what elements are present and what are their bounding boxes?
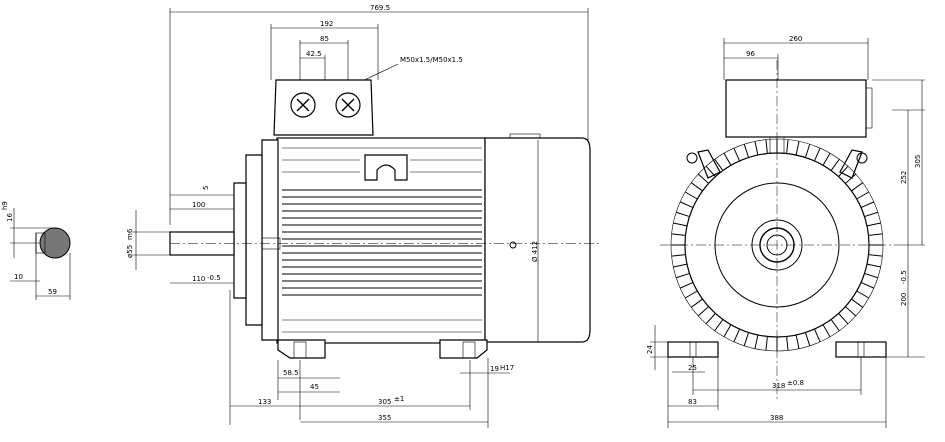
shaft-height-label: 200 [900,293,908,306]
foot-spacing-label: 305 [378,398,391,406]
foot-thickness-label: 24 [646,345,654,354]
height-center-label: 252 [900,171,908,184]
foot-width-label: 83 [688,398,697,406]
body-diameter-label: Ø 412 [531,241,539,262]
shaft-to-foot-label: 133 [258,398,271,406]
side-view: 769.5 192 85 42.5 M50x1.5/M50x1.5 [126,4,600,428]
shaft-diameter-tol: m6 [126,228,134,240]
foot-length-label: 355 [378,414,391,422]
shaft-section-circle [39,227,71,259]
foot-hole-diameter-label: 19 [490,365,499,373]
front-flange [261,139,279,341]
shaft-reach-tol: -0.5 [207,274,221,282]
shaft-length-label: 100 [192,201,205,209]
overall-length-label: 769.5 [370,4,390,12]
foot-hole-span-tol: ±0.8 [787,379,804,387]
shaft-key-section: 16 h9 10 59 [1,201,71,300]
shaft-height-tol: -0.5 [900,270,908,284]
foot-rear [439,339,488,359]
base-width-label: 388 [770,414,783,422]
foot-slot-width-label: 25 [688,364,697,372]
cooling-fins [282,147,482,333]
terminal-box-width-label: 192 [320,20,333,28]
foot-hole-offset-label: 45 [310,383,319,391]
foot-hole-span-label: 318 [772,382,785,390]
foot-hole-tol: H17 [500,364,514,372]
lifting-eye [364,154,408,181]
shaft-reach-label: 110 [192,275,205,283]
end-foot-left [667,341,719,358]
fan-cover [484,137,591,343]
key-width-label: 10 [14,273,23,281]
terminal-box-end [725,79,867,138]
key-height-label: 16 [6,213,14,222]
end-view: 260 96 305 25 [646,35,925,428]
foot-spacing-tol: ±1 [394,395,404,403]
gland-spacing-outer-label: 85 [320,35,329,43]
gland-spacing-inner-label: 42.5 [306,50,322,58]
foot-hole-spacing-inner-label: 58.5 [283,369,299,377]
motor-frame [276,137,486,344]
key-section-width-label: 59 [48,288,57,296]
end-view-width-label: 260 [789,35,802,43]
key-height-tol: h9 [1,201,9,210]
end-view-offset-label: 96 [746,50,755,58]
fan-hub-mark [509,241,517,249]
height-box-top-label: 305 [914,155,922,168]
end-foot-right [835,341,887,358]
shaft-diameter-label: ø55 [126,245,134,258]
gland-thread-label: M50x1.5/M50x1.5 [400,56,463,64]
foot-front [277,339,326,359]
shaft-shoulder-label: 5 [202,186,210,190]
